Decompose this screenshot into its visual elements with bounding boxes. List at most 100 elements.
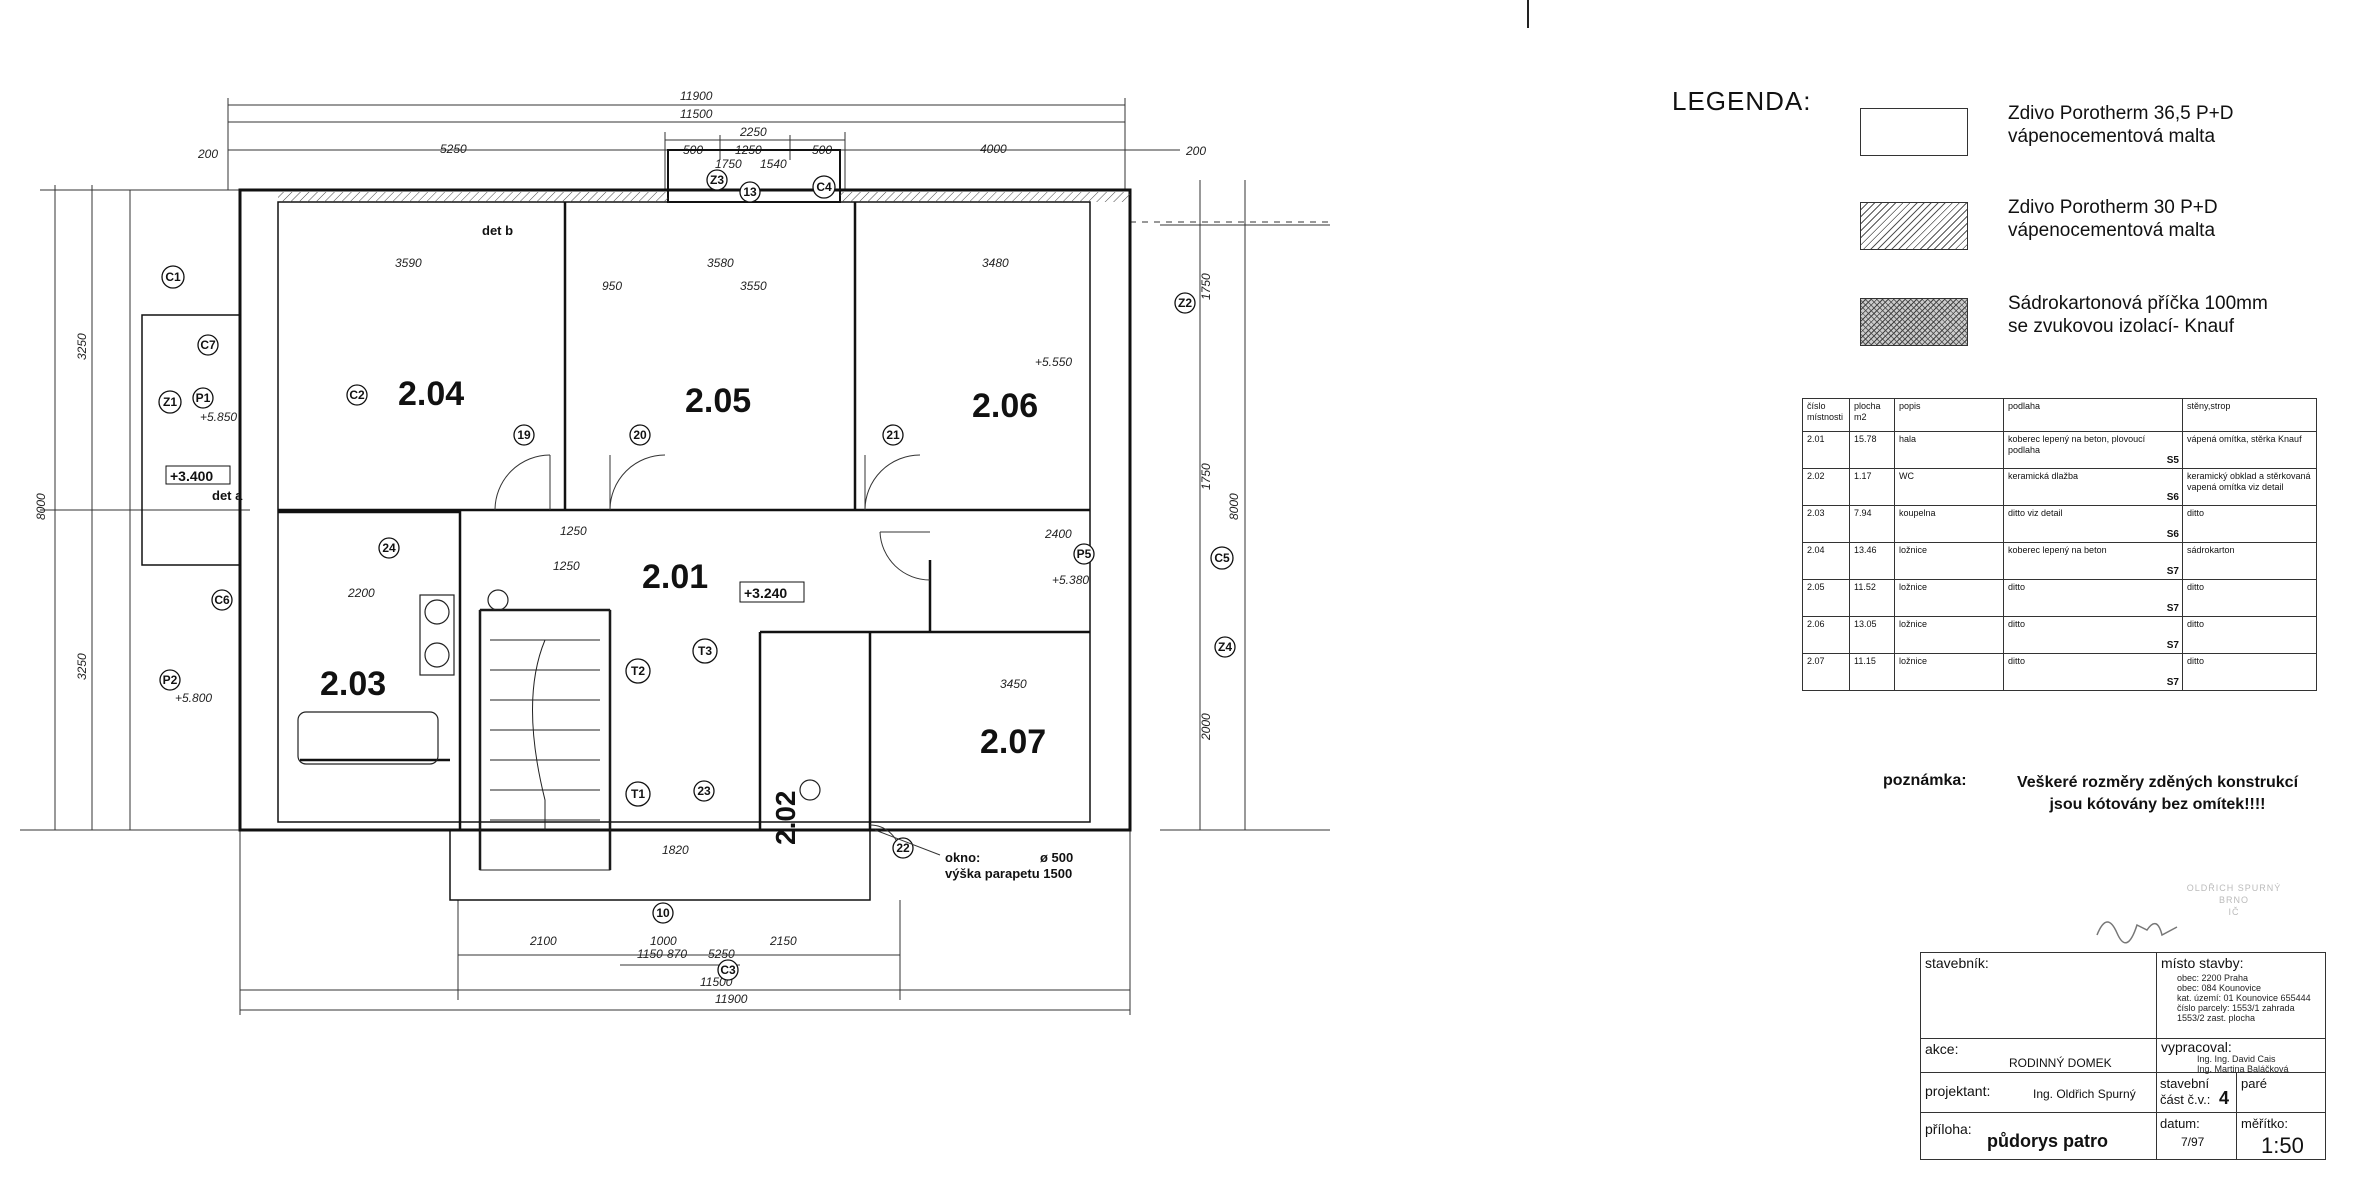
tb-prepared-line: Ing. Martina Baláčková: [2197, 1064, 2289, 1074]
room-label-2-05: 2.05: [685, 382, 751, 420]
cell-room-number-text: 2.04: [1807, 545, 1825, 555]
legend-line1: Sádrokartonová příčka 100mm: [2008, 293, 2268, 314]
tb-part-value: 4: [2219, 1088, 2230, 1108]
floor-plan: 11900 11500 2250 5250 4000 200 200 500 1…: [20, 89, 1330, 1015]
cell-walls: vápená omítka, stěrka Knauf: [2182, 431, 2317, 469]
note-line1: Veškeré rozměry zděných konstrukcí: [2016, 774, 2299, 791]
bottom-dimension-lines: [239, 830, 1131, 1015]
dim-bottom-870: 870: [667, 947, 687, 961]
room-label-2-04: 2.04: [398, 375, 464, 413]
cell-floor-text: ditto: [2008, 582, 2026, 592]
dim-room-3450: 3450: [1000, 677, 1027, 691]
tb-action-value: RODINNÝ DOMEK: [2009, 1056, 2112, 1070]
legend-swatch-empty: [1860, 108, 1968, 156]
title-block: stavebník: místo stavby: obec: 2200 Prah…: [1920, 952, 2326, 1160]
left-dimension-lines: [20, 185, 250, 831]
tb-designer-label: projektant:: [1925, 1083, 1991, 1099]
door-swings: [494, 454, 931, 856]
cell-walls-text: ditto: [2187, 508, 2205, 518]
dim-bottom-2100: 2100: [529, 934, 557, 948]
level-box-3240: [739, 581, 805, 603]
level-box-3400: [165, 465, 231, 485]
cell-floor-text: koberec lepený na beton, plovoucí podlah…: [2008, 434, 2146, 455]
cell-area: 13.46: [1849, 542, 1895, 580]
cell-room-number: 2.07: [1802, 653, 1850, 691]
cell-walls: keramický obklad a stěrkovaná vapená omí…: [2182, 468, 2317, 506]
cell-floor-text: ditto: [2008, 656, 2026, 666]
cell-description-text: ložnice: [1899, 582, 1928, 592]
note-text: Veškeré rozměry zděných konstrukcí jsou …: [1995, 772, 2320, 816]
tb-attachment-label: příloha:: [1925, 1121, 1972, 1137]
cell-area: 11.15: [1849, 653, 1895, 691]
stamp-line2: BRNO: [2218, 895, 2249, 905]
tag-c2: C2: [349, 388, 365, 402]
cell-walls: ditto: [2182, 616, 2317, 654]
legend-text: Zdivo Porotherm 36,5 P+D vápenocementová…: [2008, 102, 2233, 148]
tb-part: stavební část č.v.: 4: [2157, 1073, 2237, 1113]
dim-room-1250b: 1250: [553, 559, 580, 573]
cell-area-text: 11.15: [1854, 656, 1876, 666]
room-label-2-03: 2.03: [320, 665, 386, 703]
cell-floor-code: S7: [2166, 603, 2179, 614]
cell-area: 1.17: [1849, 468, 1895, 506]
cell-floor-code: S7: [2166, 640, 2179, 651]
tb-action-label: akce:: [1925, 1041, 1959, 1057]
dim-room-1250a: 1250: [560, 524, 587, 538]
tag-circle-c4: [812, 175, 836, 199]
dim-top-200-right: 200: [1185, 144, 1206, 158]
cell-room-number: 2.03: [1802, 505, 1850, 543]
tag-circle-z3: [706, 169, 728, 191]
tb-site-line: obec: 084 Kounovice: [2177, 983, 2262, 993]
tag-circle-c3: [717, 959, 739, 981]
cell-walls-text: ditto: [2187, 619, 2205, 629]
tag-circle-p5: [1073, 543, 1095, 565]
tb-date-value: 7/97: [2181, 1135, 2205, 1149]
note-det-b: det b: [482, 223, 513, 238]
legend-line2: se zvukovou izolací- Knauf: [2008, 316, 2235, 337]
tag-c5: C5: [1214, 551, 1230, 565]
cell-description: ložnice: [1894, 579, 2004, 617]
tag-circle-z1: [158, 390, 182, 414]
cell-floor: koberec lepený na beton, plovoucí podlah…: [2003, 431, 2183, 469]
legend-text: Zdivo Porotherm 30 P+D vápenocementová m…: [2008, 196, 2218, 242]
tb-part-label1: stavební: [2160, 1076, 2210, 1091]
cell-walls-text: ditto: [2187, 582, 2205, 592]
tag-circle-c2: [346, 384, 368, 406]
tag-circle-p1: [192, 387, 214, 409]
tb-scale-value: 1:50: [2261, 1133, 2304, 1158]
cell-description-text: WC: [1899, 471, 1914, 481]
tag-circle-13: [739, 181, 761, 203]
tag-circle-t2: [625, 658, 651, 684]
tb-action: akce: RODINNÝ DOMEK: [1921, 1039, 2157, 1073]
cell-description: ložnice: [1894, 542, 2004, 580]
stamp-line1: OLDŘICH SPURNÝ: [2186, 883, 2282, 893]
tb-designer: projektant: Ing. Oldřich Spurný: [1921, 1073, 2157, 1113]
th-area: plocha m2: [1849, 398, 1895, 432]
tb-investor: stavebník:: [1921, 953, 2157, 1039]
tb-prepared-label: vypracoval:: [2161, 1039, 2232, 1055]
tag-24: 24: [382, 541, 396, 555]
tb-attachment: příloha: půdorys patro: [1921, 1113, 2157, 1159]
tag-22: 22: [896, 841, 910, 855]
table-header-row: číslo místnosti plocha m2 popis podlaha …: [1802, 398, 2317, 432]
cell-description: ložnice: [1894, 616, 2004, 654]
tag-circle-20: [629, 424, 651, 446]
tag-20: 20: [633, 428, 647, 442]
tag-circle-t1: [625, 781, 651, 807]
note-label: poznámka:: [1883, 772, 1967, 789]
tb-prepared-lines: Ing. Ing. David Cais Ing. Martina Baláčk…: [2197, 1054, 2289, 1074]
level-mark-5800: +5.800: [175, 691, 212, 705]
tb-site-line: obec: 2200 Praha: [2177, 973, 2249, 983]
note-window-label: okno:: [945, 850, 980, 865]
cell-description: hala: [1894, 431, 2004, 469]
tb-designer-value: Ing. Oldřich Spurný: [2033, 1087, 2136, 1101]
cell-walls: sádrokarton: [2182, 542, 2317, 580]
cell-floor-code: S7: [2166, 677, 2179, 688]
balcony: [141, 314, 241, 566]
tag-c7: C7: [200, 338, 216, 352]
level-mark-5550: +5.550: [1035, 355, 1072, 369]
